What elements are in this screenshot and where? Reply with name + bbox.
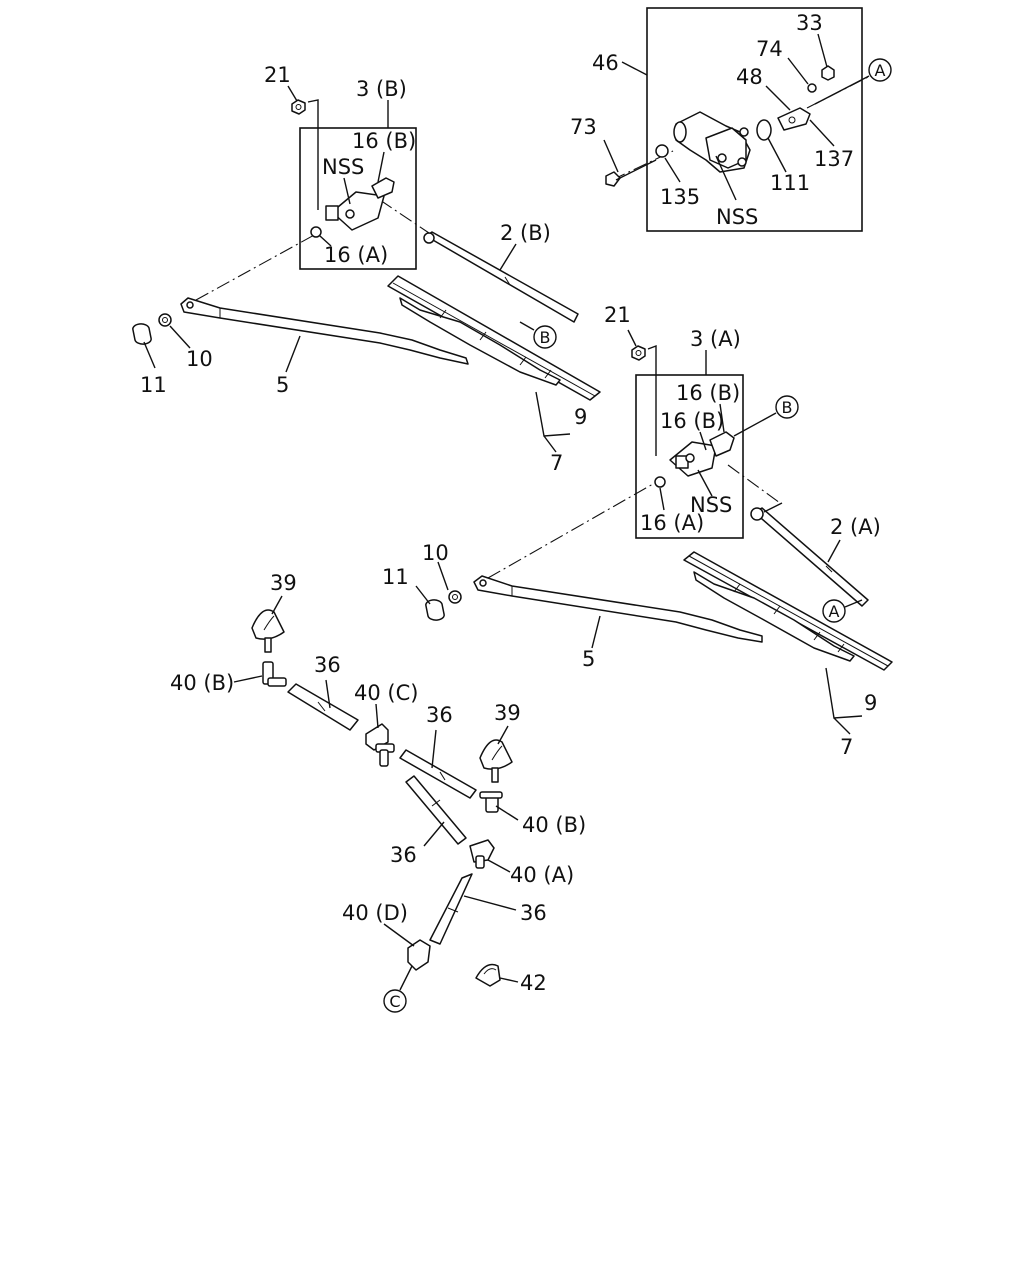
- callout-a-mid: A: [822, 599, 863, 623]
- callout-b-right-letter: B: [782, 398, 793, 417]
- washer-hose-1: [287, 683, 359, 731]
- label-40b-left: 40 (B): [170, 671, 234, 695]
- right-arm-cap: [425, 590, 462, 621]
- label-21-right: 21: [604, 303, 631, 327]
- right-link-rod: [750, 502, 869, 607]
- label-3b: 3 (B): [356, 77, 407, 101]
- washer-nozzle-left: [251, 609, 285, 653]
- part-labels: 21 3 (B) 16 (B) NSS 16 (A) 2 (B) 11 10 5…: [140, 11, 881, 995]
- label-16a-right: 16 (A): [640, 511, 704, 535]
- label-16b-left: 16 (B): [352, 129, 416, 153]
- washer-hose-4: [429, 873, 473, 945]
- label-36-4: 36: [520, 901, 547, 925]
- leader-lines: [143, 33, 863, 983]
- callout-a-top: A: [868, 58, 892, 82]
- washer-joint-40b-left: [262, 661, 287, 687]
- label-2b: 2 (B): [500, 221, 551, 245]
- label-33: 33: [796, 11, 823, 35]
- washer-joint-40b-right: [479, 791, 503, 813]
- label-135: 135: [660, 185, 700, 209]
- label-39-right: 39: [494, 701, 521, 725]
- label-nss-top: NSS: [716, 205, 758, 229]
- wiper-motor: [605, 65, 835, 187]
- label-3a: 3 (A): [690, 327, 741, 351]
- motor-assembly-box: [646, 7, 863, 232]
- callout-c: C: [383, 989, 407, 1013]
- washer-joint-40d: [399, 939, 431, 991]
- left-pivot-box: [299, 127, 417, 270]
- label-5-left: 5: [276, 373, 289, 397]
- label-36-3: 36: [390, 843, 417, 867]
- label-11-right: 11: [382, 565, 409, 589]
- label-40c: 40 (C): [354, 681, 418, 705]
- label-36-1: 36: [314, 653, 341, 677]
- label-46: 46: [592, 51, 619, 75]
- left-wiper-blade: [387, 275, 601, 401]
- callout-b-left-letter: B: [540, 328, 551, 347]
- label-16b-right-2: 16 (B): [660, 409, 724, 433]
- label-2a: 2 (A): [830, 515, 881, 539]
- callout-b-right: B: [733, 395, 799, 437]
- label-21-left: 21: [264, 63, 291, 87]
- right-wiper-blade: [683, 551, 893, 671]
- callout-a-mid-letter: A: [829, 602, 840, 621]
- label-16a-left: 16 (A): [324, 243, 388, 267]
- washer-nozzle-right: [479, 739, 513, 783]
- label-74: 74: [756, 37, 783, 61]
- washer-hose-2: [399, 749, 477, 799]
- label-10-right: 10: [422, 541, 449, 565]
- label-5-right: 5: [582, 647, 595, 671]
- hose-clip-42: [475, 963, 501, 987]
- left-arm-cap: [132, 313, 172, 345]
- left-pivot-assembly: [310, 177, 395, 238]
- label-40a: 40 (A): [510, 863, 574, 887]
- label-111: 111: [770, 171, 810, 195]
- label-40d: 40 (D): [342, 901, 408, 925]
- right-wiper-arm: [473, 575, 763, 643]
- label-7-left: 7: [550, 451, 563, 475]
- washer-joint-40c: [365, 723, 395, 767]
- label-48: 48: [736, 65, 763, 89]
- label-nss-right: NSS: [690, 493, 732, 517]
- label-nss-left: NSS: [322, 155, 364, 179]
- right-pivot-assembly: [631, 344, 735, 488]
- left-nut-21: [291, 99, 319, 210]
- label-137: 137: [814, 147, 854, 171]
- callout-b-left: B: [519, 321, 557, 349]
- label-16b-right-1: 16 (B): [676, 381, 740, 405]
- label-7-right: 7: [840, 735, 853, 759]
- label-36-2: 36: [426, 703, 453, 727]
- callout-c-letter: C: [389, 992, 400, 1011]
- washer-hose-3: [405, 775, 467, 845]
- alignment-lines: [195, 75, 871, 579]
- label-39-left: 39: [270, 571, 297, 595]
- label-40b-right: 40 (B): [522, 813, 586, 837]
- callout-a-top-letter: A: [875, 61, 886, 80]
- label-42: 42: [520, 971, 547, 995]
- label-11-left: 11: [140, 373, 167, 397]
- label-9-right: 9: [864, 691, 877, 715]
- washer-joint-40a: [469, 839, 495, 869]
- left-link-rod: [423, 231, 579, 323]
- right-pivot-box: [635, 374, 744, 539]
- label-9-left: 9: [574, 405, 587, 429]
- label-10-left: 10: [186, 347, 213, 371]
- left-wiper-arm: [180, 297, 469, 365]
- label-73: 73: [570, 115, 597, 139]
